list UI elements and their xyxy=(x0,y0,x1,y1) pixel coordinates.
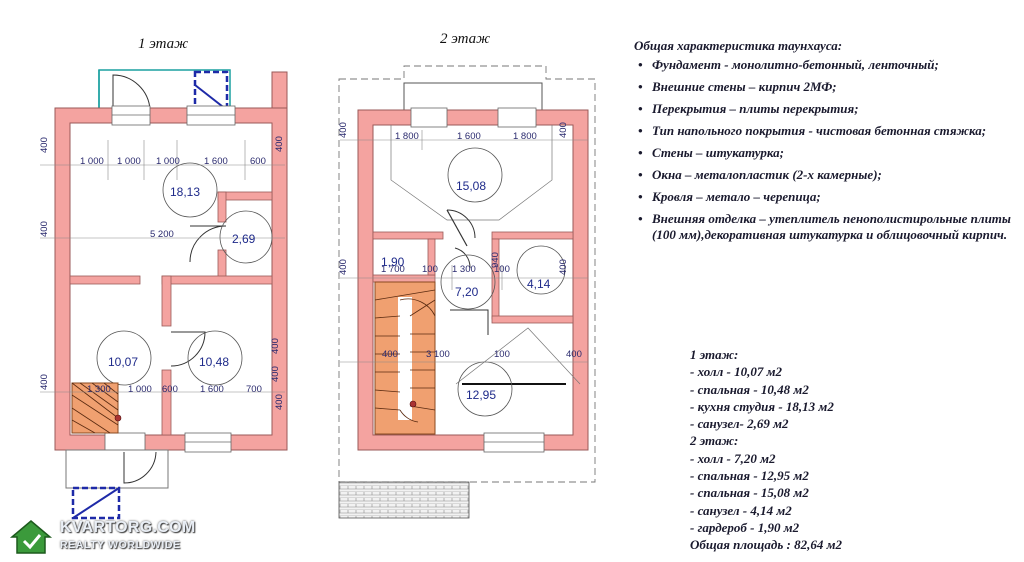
floor2-room-area: 15,08 xyxy=(456,179,486,193)
floor1-dimension: 5 200 xyxy=(150,229,174,240)
floor2-room-area: 12,95 xyxy=(466,388,496,402)
floor2-dimension: 400 xyxy=(338,259,349,275)
floor1-title: 1 этаж xyxy=(138,36,189,52)
floor1-dimension: 400 xyxy=(39,374,50,390)
floor2-dimension: 400 xyxy=(558,122,569,138)
floor1-dimension: 700 xyxy=(246,384,262,395)
area-summary-line: - холл - 10,07 м2 xyxy=(690,364,783,380)
floor2-room-area: 4,14 xyxy=(527,277,551,291)
logo-sub-text: REALTY WORLDWIDE xyxy=(60,539,181,551)
floor2-dimension: 400 xyxy=(382,349,398,360)
specification-item: Внешние стены – кирпич 2МФ; xyxy=(634,79,1019,95)
floor1-dimension: 600 xyxy=(250,156,266,167)
floor2-wall-row1 xyxy=(372,231,444,240)
floor1-dimension: 400 xyxy=(274,394,285,410)
floor2-dimension: 100 xyxy=(494,349,510,360)
floor2-dimension: 400 xyxy=(566,349,582,360)
floor1-dimension: 1 300 xyxy=(87,384,111,395)
floor1-bottom-bin-icon xyxy=(71,486,121,520)
floor2-dimension: 1 800 xyxy=(395,131,419,142)
area-summary: 1 этаж: - холл - 10,07 м2- спальная - 10,… xyxy=(690,346,1010,554)
floor1-dimension: 1 000 xyxy=(156,156,180,167)
floor1-porch-top xyxy=(98,69,231,113)
floor2-dimension: 1 800 xyxy=(513,131,537,142)
area-summary-line: - спальная - 12,95 м2 xyxy=(690,468,809,484)
floor1-top-door-swing xyxy=(112,74,151,111)
floor1-plan xyxy=(40,69,288,520)
floor1-room-area: 10,07 xyxy=(108,355,138,369)
floor1-dimension: 400 xyxy=(39,221,50,237)
area-summary-line: - холл - 7,20 м2 xyxy=(690,450,776,466)
room-area-labels: 18,13 2,69 10,07 10,48 15,08 1,90 7,20 4,14 12,9… xyxy=(108,179,551,402)
area-summary-line: - гардероб - 1,90 м2 xyxy=(690,519,800,535)
floor1-dimension: 400 xyxy=(274,136,285,152)
floor1-dimension: 1 000 xyxy=(117,156,141,167)
kvartorg-logo: KVARTORG.COM REALTY WORLDWIDE xyxy=(8,517,195,559)
floor1-dimension: 400 xyxy=(270,366,281,382)
specification-panel: Общая характеристика таунхауса: Фундамен… xyxy=(634,38,1019,249)
floor2-dimension: 100 xyxy=(422,264,438,275)
area-summary-line: - спальная - 10,48 м2 xyxy=(690,381,809,397)
floor1-dimension: 1 600 xyxy=(200,384,224,395)
floor2-dimension: 1 300 xyxy=(452,264,476,275)
specification-item: Фундамент - монолитно-бетонный, ленточны… xyxy=(634,57,1019,73)
floor1-dimension: 1 600 xyxy=(204,156,228,167)
specification-item: Стены – штукатурка; xyxy=(634,145,1019,161)
specification-list: Фундамент - монолитно-бетонный, ленточны… xyxy=(634,57,1019,243)
specification-item: Окна – металопластик (2-х камерные); xyxy=(634,167,1019,183)
specification-item: Перекрытия – плиты перекрытия; xyxy=(634,101,1019,117)
floor1-dimension: 600 xyxy=(162,384,178,395)
specification-item: Кровля – метало – черепица; xyxy=(634,189,1019,205)
floor1-wall-middle xyxy=(69,275,141,285)
house-icon xyxy=(9,520,53,554)
floor2-room-area: 1,90 xyxy=(381,255,405,269)
floor2-dimension: 400 xyxy=(338,122,349,138)
area-summary-line: - санузел- 2,69 м2 xyxy=(690,416,789,432)
floor2-plan xyxy=(338,65,596,519)
area-summary-line: - кухня студия - 18,13 м2 xyxy=(690,398,834,414)
floor1-dimension: 400 xyxy=(39,137,50,153)
area-summary-line: - спальная - 15,08 м2 xyxy=(690,485,809,501)
floor1-dimension: 400 xyxy=(270,338,281,354)
floor2-staircase xyxy=(374,281,436,435)
specification-item: Внешняя отделка – утеплитель пенополисти… xyxy=(634,211,1019,243)
dimension-labels: 400 1 000 1 000 1 000 1 600 600 400 400 5 200 400… xyxy=(39,122,582,410)
floor2-dimension: 3 100 xyxy=(426,349,450,360)
specification-item: Тип напольного покрытия - чистовая бетон… xyxy=(634,123,1019,139)
floor1-room-area: 10,48 xyxy=(199,355,229,369)
floor1-dimension: 1 000 xyxy=(128,384,152,395)
floor2-dimension: 100 xyxy=(494,264,510,275)
floor2-paving xyxy=(338,481,470,519)
floor2-dimension: 940 xyxy=(490,252,501,268)
floor2-dimension: 400 xyxy=(558,259,569,275)
floor1-porch-bottom xyxy=(65,449,169,489)
area-summary-line: 1 этаж: xyxy=(690,347,739,362)
floor1-room-area: 2,69 xyxy=(232,232,256,246)
floor2-room-area: 7,20 xyxy=(455,285,479,299)
floor2-dimension: 1 700 xyxy=(381,264,405,275)
floor2-dimension: 1 600 xyxy=(457,131,481,142)
floor2-roof-outline xyxy=(338,65,596,483)
floor1-dimension: 1 000 xyxy=(80,156,104,167)
floor2-title: 2 этаж xyxy=(440,31,491,47)
floor1-staircase xyxy=(71,382,122,434)
specification-title: Общая характеристика таунхауса: xyxy=(634,38,843,53)
floor-plans: 400 1 000 1 000 1 000 1 600 600 400 400 5 200 400… xyxy=(39,65,596,520)
area-summary-line: - санузел - 4,14 м2 xyxy=(690,502,792,518)
floor1-room-area: 18,13 xyxy=(170,185,200,199)
area-summary-line: 2 этаж: xyxy=(690,433,739,449)
area-summary-line: Общая площадь : 82,64 м2 xyxy=(690,537,843,553)
logo-main-text: KVARTORG.COM xyxy=(60,519,196,536)
